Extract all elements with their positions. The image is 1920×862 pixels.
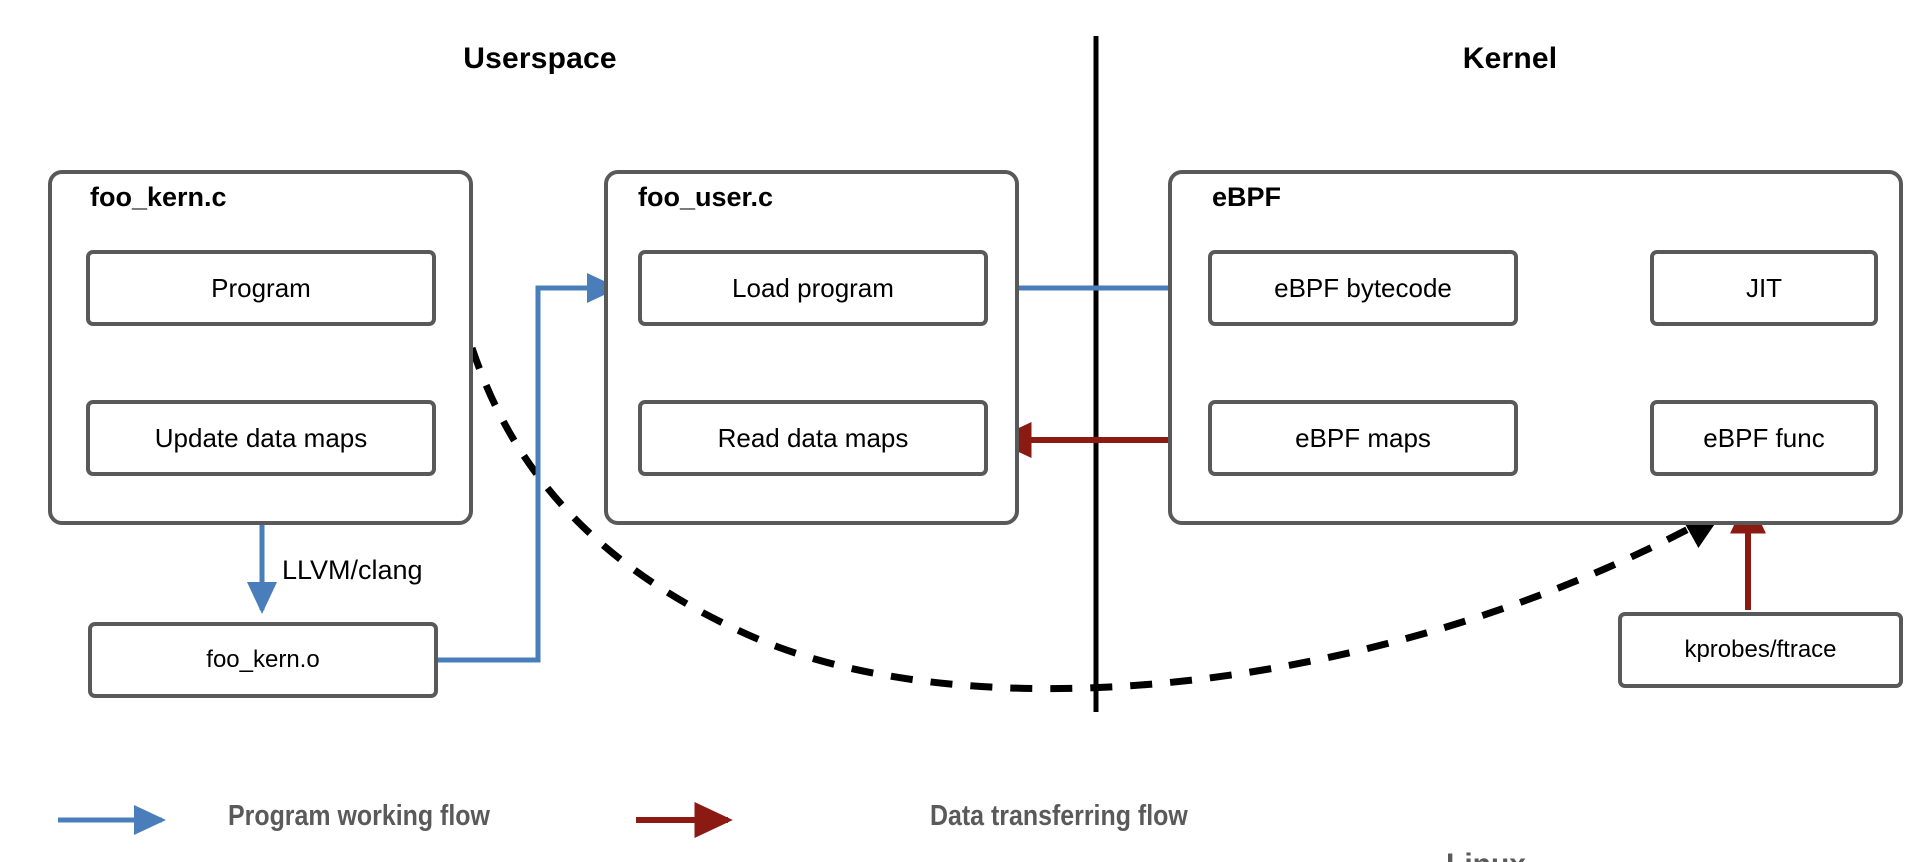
section-title-kernel: Kernel xyxy=(1462,42,1558,75)
node-read-data-maps[interactable]: Read data maps xyxy=(638,400,988,476)
section-title-userspace: Userspace xyxy=(463,42,617,75)
node-program[interactable]: Program xyxy=(86,250,436,326)
node-jit[interactable]: JIT xyxy=(1650,250,1878,326)
edge-label-llvm-clang: LLVM/clang xyxy=(282,555,423,585)
node-update-data-maps[interactable]: Update data maps xyxy=(86,400,436,476)
group-label-foo-kern-c: foo_kern.c xyxy=(90,182,227,212)
group-label-ebpf: eBPF xyxy=(1212,182,1282,212)
node-load-program[interactable]: Load program xyxy=(638,250,988,326)
node-ebpf-maps[interactable]: eBPF maps xyxy=(1208,400,1518,476)
node-ebpf-bytecode[interactable]: eBPF bytecode xyxy=(1208,250,1518,326)
node-ebpf-func[interactable]: eBPF func xyxy=(1650,400,1878,476)
legend-label-data-transferring-flow: Data transferring flow xyxy=(930,800,1188,832)
group-label-foo-user-c: foo_user.c xyxy=(638,182,774,212)
clipped-bottom-caption: Linux xyxy=(1446,848,1746,862)
node-foo-kern-o[interactable]: foo_kern.o xyxy=(88,622,438,698)
node-kprobes-ftrace[interactable]: kprobes/ftrace xyxy=(1618,612,1903,688)
legend-label-program-working-flow: Program working flow xyxy=(228,800,490,832)
